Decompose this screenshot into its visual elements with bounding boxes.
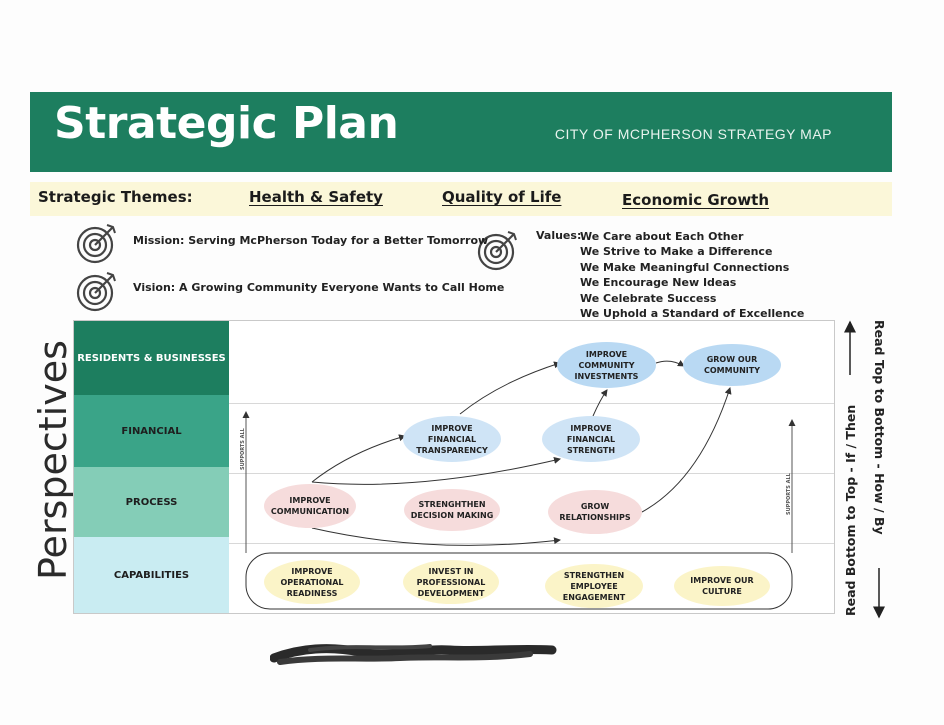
header-banner: Strategic Plan CITY OF MCPHERSON STRATEG… (30, 92, 892, 172)
node-improve-community-investments: IMPROVE COMMUNITY INVESTMENTS (557, 342, 656, 388)
target-icon (477, 231, 517, 271)
strategic-themes-bar: Strategic Themes: Health & Safety Qualit… (30, 182, 892, 216)
reading-direction-labels: Read Bottom to Top - If / Then Read Top … (838, 320, 898, 620)
row-residents-businesses: RESIDENTS & BUSINESSES (74, 321, 229, 395)
row-capabilities: CAPABILITIES (74, 537, 229, 613)
row-divider (229, 543, 834, 544)
node-strengthen-employee-engagement: STRENGTHEN EMPLOYEE ENGAGEMENT (545, 564, 643, 608)
theme-health-safety: Health & Safety (249, 188, 383, 206)
target-icon (76, 272, 116, 312)
values-list: We Care about Each Other We Strive to Ma… (580, 229, 804, 321)
value-item: We Uphold a Standard of Excellence (580, 307, 805, 321)
row-financial: FINANCIAL (74, 395, 229, 467)
page-subtitle: CITY OF MCPHERSON STRATEGY MAP (554, 126, 832, 142)
supports-all-label-right: SUPPORTS ALL (786, 473, 792, 515)
page-title: Strategic Plan (54, 98, 399, 149)
value-item: We Care about Each Other (580, 230, 744, 243)
theme-economic-growth: Economic Growth (622, 191, 770, 209)
perspectives-label: Perspectives (26, 340, 76, 585)
node-grow-relationships: GROW RELATIONSHIPS (548, 490, 642, 534)
node-invest-professional-development: INVEST IN PROFESSIONAL DEVELOPMENT (403, 560, 499, 604)
supports-all-label-left: SUPPORTS ALL (240, 428, 246, 470)
read-bottom-to-top: Read Bottom to Top - If / Then (843, 405, 858, 616)
row-process: PROCESS (74, 467, 229, 537)
node-strengthen-decision-making: STRENGHTHEN DECISION MAKING (404, 489, 500, 531)
row-divider (229, 403, 834, 404)
node-grow-our-community: GROW OUR COMMUNITY (683, 344, 781, 386)
node-improve-financial-strength: IMPROVE FINANCIAL STRENGTH (542, 416, 640, 462)
read-top-to-bottom: Read Top to Bottom - How / By (872, 320, 887, 535)
row-divider (229, 473, 834, 474)
value-item: We Make Meaningful Connections (580, 260, 790, 274)
redacted-signature (270, 644, 557, 665)
value-item: We Encourage New Ideas (580, 276, 737, 290)
vision-statement: Vision: A Growing Community Everyone Wan… (133, 281, 505, 294)
node-improve-communication: IMPROVE COMMUNICATION (264, 484, 356, 528)
value-item: We Celebrate Success (580, 291, 717, 305)
perspectives-text: Perspectives (31, 340, 75, 580)
values-label: Values: (536, 229, 582, 242)
node-improve-operational-readiness: IMPROVE OPERATIONAL READINESS (264, 560, 360, 604)
mission-statement: Mission: Serving McPherson Today for a B… (133, 234, 489, 247)
target-icon (76, 224, 116, 264)
value-item: We Strive to Make a Difference (580, 245, 773, 259)
themes-label: Strategic Themes: (38, 188, 193, 206)
node-improve-our-culture: IMPROVE OUR CULTURE (674, 566, 770, 606)
theme-quality-of-life: Quality of Life (442, 188, 562, 206)
node-improve-financial-transparency: IMPROVE FINANCIAL TRANSPARENCY (403, 416, 501, 462)
